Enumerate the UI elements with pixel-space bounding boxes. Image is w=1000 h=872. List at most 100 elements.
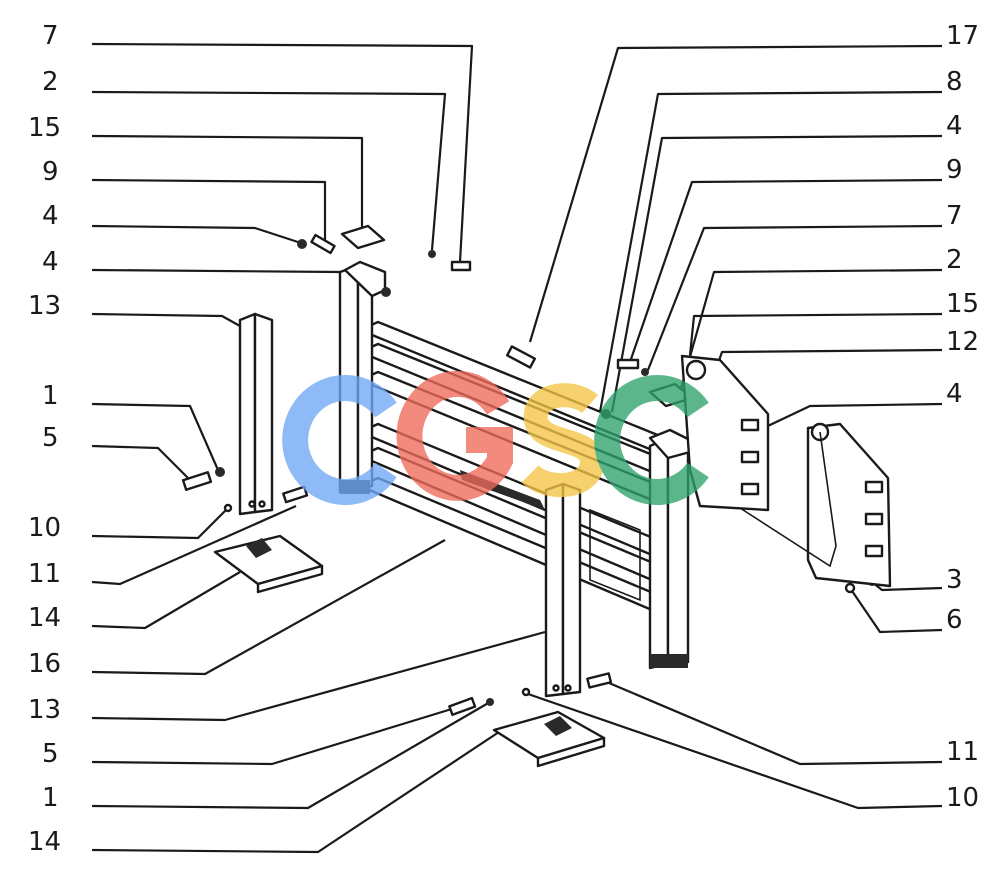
callout-left-17: 14 — [28, 827, 61, 857]
side-bracket-12-slot-2 — [740, 450, 760, 464]
column-left — [238, 312, 274, 516]
bolt-left-5 — [181, 471, 213, 491]
leader-left-11 — [91, 504, 297, 586]
callout-left-1: 7 — [42, 21, 59, 51]
callout-labels-right: 17 8 4 9 7 2 15 12 4 3 6 11 10 — [946, 21, 979, 813]
side-bracket-rear-arm — [739, 431, 837, 568]
leader-left-8 — [91, 402, 220, 471]
bolt-right-5 — [448, 696, 477, 717]
watermark-letter-g — [396, 370, 513, 501]
callout-left-6: 4 — [42, 247, 59, 277]
leader-left-16 — [91, 701, 491, 810]
leader-right-2 — [598, 90, 943, 413]
column-left-hole-2 — [258, 500, 266, 508]
column-right-front — [561, 482, 582, 696]
nut-left-top — [297, 239, 307, 249]
callout-left-11: 11 — [28, 559, 61, 589]
side-bracket-12-slot-3 — [740, 482, 760, 496]
callout-right-13: 10 — [946, 783, 979, 813]
callout-left-13: 16 — [28, 649, 61, 679]
base-plate-left — [213, 534, 324, 594]
callout-right-1: 17 — [946, 21, 979, 51]
callout-right-3: 4 — [946, 111, 963, 141]
callout-right-4: 9 — [946, 155, 963, 185]
leader-left-12 — [91, 571, 241, 630]
leader-right-11 — [849, 587, 943, 634]
callout-right-7: 15 — [946, 289, 979, 319]
leader-left-17 — [91, 727, 506, 854]
callout-left-2: 2 — [42, 67, 59, 97]
callout-right-8: 12 — [946, 327, 979, 357]
leader-left-5 — [91, 224, 305, 246]
column-right-hole-2 — [564, 684, 572, 692]
frame-assembly — [338, 260, 692, 670]
column-left-hole-1 — [248, 500, 256, 508]
callout-left-4: 9 — [42, 157, 59, 187]
washer-left-top — [428, 250, 436, 258]
callout-left-5: 4 — [42, 201, 59, 231]
base-plate-right — [492, 710, 606, 768]
watermark-logo — [282, 370, 709, 505]
pin-right-11 — [586, 672, 613, 689]
callout-left-14: 13 — [28, 695, 61, 725]
leader-right-13 — [527, 692, 943, 810]
leader-left-4 — [91, 178, 327, 240]
side-bracket-rear-slot-2 — [864, 512, 884, 526]
washer-right-10 — [521, 687, 531, 697]
callout-right-5: 7 — [946, 201, 963, 231]
leader-right-4 — [628, 178, 943, 363]
callout-right-10: 3 — [946, 565, 963, 595]
callout-left-15: 5 — [42, 739, 59, 769]
side-bracket-rear-slot-1 — [864, 480, 884, 494]
pin-right-9 — [616, 358, 640, 370]
frame-post-right — [648, 436, 670, 670]
callout-left-3: 15 — [28, 113, 61, 143]
leader-right-1 — [528, 44, 943, 343]
frame-inner-bracket — [589, 508, 641, 602]
leader-right-7 — [688, 312, 943, 356]
base-plate-left-lug — [246, 538, 272, 558]
pin-17 — [505, 345, 537, 369]
callout-right-9: 4 — [946, 379, 963, 409]
watermark-letter-s — [521, 383, 605, 498]
leader-left-13 — [91, 539, 446, 676]
leader-left-15 — [91, 706, 456, 766]
leader-right-12 — [601, 678, 943, 766]
callout-right-12: 11 — [946, 737, 979, 767]
column-right-hole-1 — [552, 684, 560, 692]
callout-left-8: 1 — [42, 381, 59, 411]
watermark-letter-c1 — [282, 375, 397, 505]
column-left-side — [238, 312, 257, 516]
leader-left-14 — [91, 630, 546, 722]
callout-left-16: 1 — [42, 783, 59, 813]
side-bracket-rear — [739, 422, 892, 588]
leader-left-2 — [91, 90, 447, 251]
washer-left-1 — [215, 467, 225, 477]
leader-left-3 — [91, 134, 364, 232]
leader-left-1 — [91, 42, 474, 263]
side-bracket-12-slot-1 — [740, 418, 760, 432]
column-right — [544, 482, 582, 698]
callout-left-9: 5 — [42, 423, 59, 453]
frame-post-right-foot — [650, 654, 688, 668]
pin-left-11 — [282, 485, 309, 504]
frame-post-left-cap — [343, 260, 387, 298]
callout-left-7: 13 — [28, 291, 61, 321]
leader-right-3 — [610, 134, 943, 413]
washer-right-1 — [486, 698, 494, 706]
bolt-left-top — [450, 260, 472, 272]
side-bracket-rear-slot-3 — [864, 544, 884, 558]
callout-right-11: 6 — [946, 605, 963, 635]
leader-right-8 — [712, 348, 943, 376]
leader-right-5 — [646, 224, 943, 371]
nut-left-mid — [381, 287, 391, 297]
watermark-letter-c2 — [594, 375, 709, 505]
callout-left-10: 10 — [28, 513, 61, 543]
nut-right-6 — [844, 582, 856, 594]
column-right-side — [544, 482, 565, 698]
leader-left-7 — [91, 312, 241, 327]
base-plate-right-edge — [536, 736, 606, 768]
callout-left-12: 14 — [28, 603, 61, 633]
leader-lines-right — [527, 44, 943, 810]
